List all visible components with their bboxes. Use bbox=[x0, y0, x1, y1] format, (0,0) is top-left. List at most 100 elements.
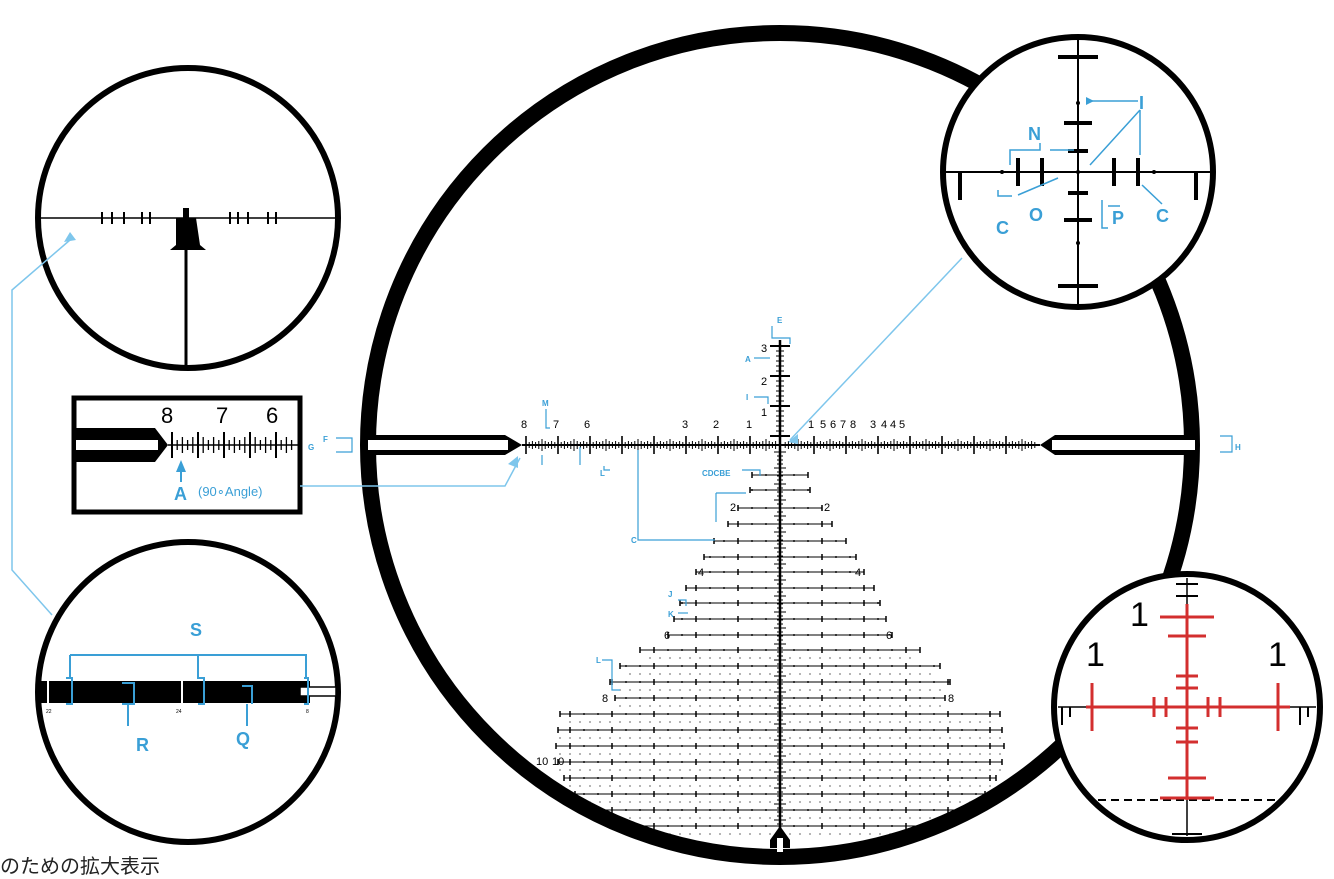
grid-dot bbox=[909, 705, 911, 707]
grid-dot bbox=[709, 657, 711, 659]
grid-dot bbox=[839, 673, 841, 675]
bottom-thick-post bbox=[770, 826, 790, 852]
grid-dot bbox=[869, 657, 871, 659]
grid-dot bbox=[639, 769, 641, 771]
grid-dot bbox=[749, 833, 751, 835]
grid-dot bbox=[619, 705, 621, 707]
tiny-number: 24 bbox=[176, 709, 182, 715]
grid-dot bbox=[809, 737, 811, 739]
grid-dot bbox=[709, 809, 711, 811]
callout-label: C bbox=[631, 536, 637, 545]
grid-dot bbox=[849, 793, 851, 795]
grid-dot bbox=[639, 761, 641, 763]
grid-dot bbox=[659, 833, 661, 835]
grid-dot bbox=[969, 753, 971, 755]
grid-dot bbox=[583, 729, 585, 731]
grid-dot bbox=[751, 540, 753, 542]
zoom-tree-shape bbox=[170, 218, 206, 250]
grid-dot bbox=[709, 602, 711, 604]
grid-dot bbox=[749, 785, 751, 787]
callout-label: CDCBE bbox=[702, 469, 731, 478]
grid-dot bbox=[899, 721, 901, 723]
grid-dot bbox=[939, 785, 941, 787]
grid-dot bbox=[709, 785, 711, 787]
grid-dot bbox=[891, 649, 893, 651]
grid-dot bbox=[909, 801, 911, 803]
grid-dot bbox=[589, 785, 591, 787]
grid-dot bbox=[919, 753, 921, 755]
grid-dot bbox=[889, 753, 891, 755]
grid-dot bbox=[793, 556, 795, 558]
grid-dot bbox=[891, 809, 893, 811]
grid-dot bbox=[679, 769, 681, 771]
grid-dot bbox=[869, 673, 871, 675]
grid-dot bbox=[807, 556, 809, 558]
grid-dot bbox=[709, 833, 711, 835]
h-number: 7 bbox=[840, 419, 846, 431]
grid-dot bbox=[659, 721, 661, 723]
grid-dot bbox=[849, 618, 851, 620]
grid-dot bbox=[723, 634, 725, 636]
grid-dot bbox=[689, 753, 691, 755]
grid-dot bbox=[793, 729, 795, 731]
grid-dot bbox=[929, 737, 931, 739]
grid-dot bbox=[919, 705, 921, 707]
grid-dot bbox=[639, 825, 641, 827]
grid-dot bbox=[891, 713, 893, 715]
grid-dot bbox=[839, 817, 841, 819]
grid-dot bbox=[679, 817, 681, 819]
grid-dot bbox=[961, 793, 963, 795]
grid-dot bbox=[681, 602, 683, 604]
grid-dot bbox=[739, 833, 741, 835]
grid-dot bbox=[807, 729, 809, 731]
grid-dot bbox=[681, 777, 683, 779]
grid-dot bbox=[849, 587, 851, 589]
grid-dot bbox=[649, 689, 651, 691]
grid-dot bbox=[839, 721, 841, 723]
grid-dot bbox=[723, 665, 725, 667]
grid-dot bbox=[889, 785, 891, 787]
grid-dot bbox=[709, 761, 711, 763]
christmas-tree-grid bbox=[555, 472, 1005, 835]
grid-dot bbox=[919, 785, 921, 787]
grid-dot bbox=[625, 729, 627, 731]
grid-dot bbox=[639, 705, 641, 707]
grid-dot bbox=[689, 705, 691, 707]
grid-dot bbox=[959, 817, 961, 819]
grid-dot bbox=[729, 817, 731, 819]
grid-dot bbox=[709, 556, 711, 558]
grid-dot bbox=[835, 745, 837, 747]
grid-dot bbox=[667, 761, 669, 763]
row-label: 8 bbox=[602, 693, 608, 705]
grid-dot bbox=[699, 737, 701, 739]
grid-dot bbox=[619, 817, 621, 819]
grid-dot bbox=[769, 817, 771, 819]
grid-dot bbox=[979, 737, 981, 739]
scale-number: 6 bbox=[266, 403, 278, 428]
grid-dot bbox=[579, 721, 581, 723]
grid-dot bbox=[891, 665, 893, 667]
grid-dot bbox=[629, 721, 631, 723]
grid-dot bbox=[765, 809, 767, 811]
label-c-left: C bbox=[996, 218, 1009, 238]
grid-dot bbox=[849, 681, 851, 683]
grid-dot bbox=[869, 721, 871, 723]
grid-dot bbox=[989, 753, 991, 755]
grid-dot bbox=[859, 833, 861, 835]
grid-dot bbox=[765, 571, 767, 573]
grid-dot bbox=[709, 587, 711, 589]
grid-dot bbox=[599, 785, 601, 787]
grid-dot bbox=[849, 649, 851, 651]
grid-dot bbox=[751, 556, 753, 558]
grid-dot bbox=[639, 745, 641, 747]
grid-dot bbox=[769, 657, 771, 659]
grid-dot bbox=[669, 769, 671, 771]
grid-dot bbox=[859, 801, 861, 803]
callout-label: I bbox=[746, 393, 748, 402]
grid-dot bbox=[625, 665, 627, 667]
connector-lines bbox=[11, 239, 963, 616]
grid-dot bbox=[849, 825, 851, 827]
grid-dot bbox=[949, 785, 951, 787]
grid-dot bbox=[809, 721, 811, 723]
grid-dot bbox=[769, 673, 771, 675]
